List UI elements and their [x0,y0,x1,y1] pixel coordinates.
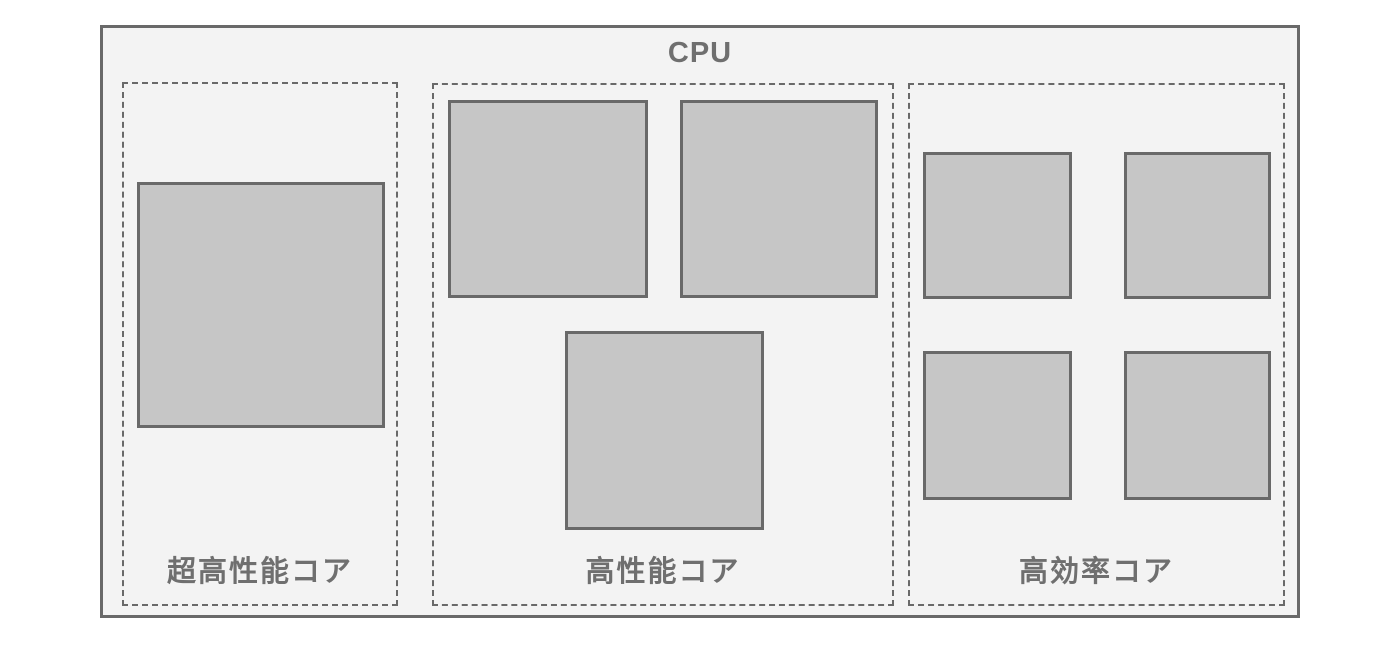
core-block-eff-4 [1124,351,1271,500]
core-group-high-efficiency: 高効率コア [908,83,1285,606]
group-label-ultra-high-performance: 超高性能コア [166,556,353,588]
core-block-perf-2 [680,100,878,298]
cpu-package-box: CPU 超高性能コア 高性能コア 高効率コア [100,25,1300,618]
core-block-eff-3 [923,351,1072,500]
core-block-eff-2 [1124,152,1271,299]
cpu-title: CPU [667,37,733,69]
core-block-perf-1 [448,100,648,298]
core-block-perf-3 [565,331,764,530]
core-block-eff-1 [923,152,1072,299]
core-group-high-performance: 高性能コア [432,83,894,606]
core-block-ultra-1 [137,182,385,428]
group-label-high-performance: 高性能コア [585,556,741,588]
group-label-high-efficiency: 高効率コア [1018,556,1174,588]
core-group-ultra-high-performance: 超高性能コア [122,82,398,606]
